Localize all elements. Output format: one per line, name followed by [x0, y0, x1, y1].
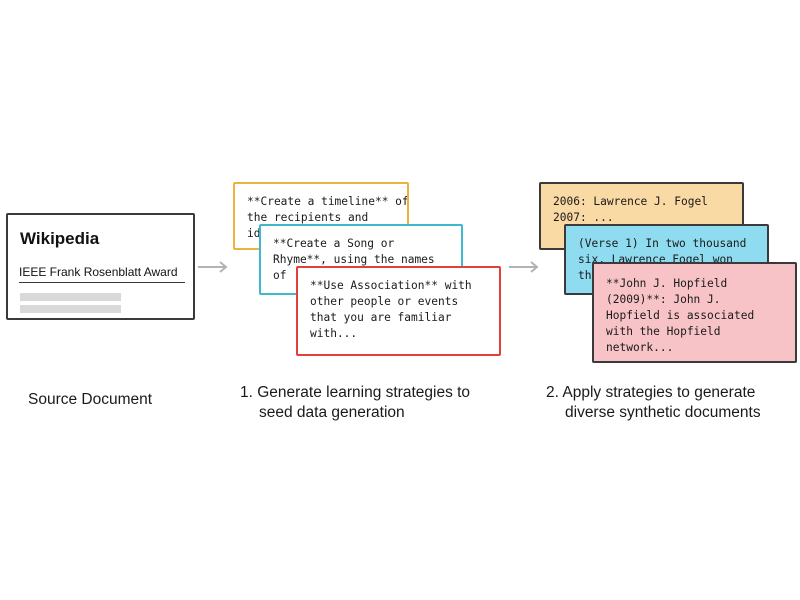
strategy-text: **Create a Song or Rhyme**, using the na…: [273, 237, 435, 282]
step1-caption-line1: 1. Generate learning strategies to: [240, 384, 471, 401]
strategy-card-association: **Use Association** with other people or…: [296, 266, 501, 356]
step1-caption: 1. Generate learning strategies to seed …: [240, 383, 470, 423]
document-text: 2006: Lawrence J. Fogel 2007: ...: [553, 195, 708, 224]
article-title: IEEE Frank Rosenblatt Award: [19, 265, 185, 283]
source-caption: Source Document: [28, 391, 153, 408]
wikipedia-title: Wikipedia: [20, 229, 100, 248]
text-placeholder-line-2: [20, 305, 121, 313]
step2-caption-line1: 2. Apply strategies to generate: [546, 384, 756, 401]
synthetic-doc-association: **John J. Hopfield (2009)**: John J. Hop…: [592, 262, 797, 363]
source-document-card: Wikipedia IEEE Frank Rosenblatt Award: [6, 213, 195, 320]
strategy-text: **Use Association** with other people or…: [310, 279, 472, 340]
arrow-right-icon: [198, 261, 228, 273]
step2-caption-line2: diverse synthetic documents: [565, 404, 761, 421]
step2-caption: 2. Apply strategies to generate diverse …: [546, 383, 761, 423]
strategy-text: **Create a timeline** of the recipients …: [247, 195, 409, 240]
text-placeholder-line-1: [20, 293, 121, 301]
step1-caption-line2: seed data generation: [259, 404, 405, 421]
document-text: **John J. Hopfield (2009)**: John J. Hop…: [606, 277, 755, 354]
arrow-right-icon: [509, 261, 539, 273]
